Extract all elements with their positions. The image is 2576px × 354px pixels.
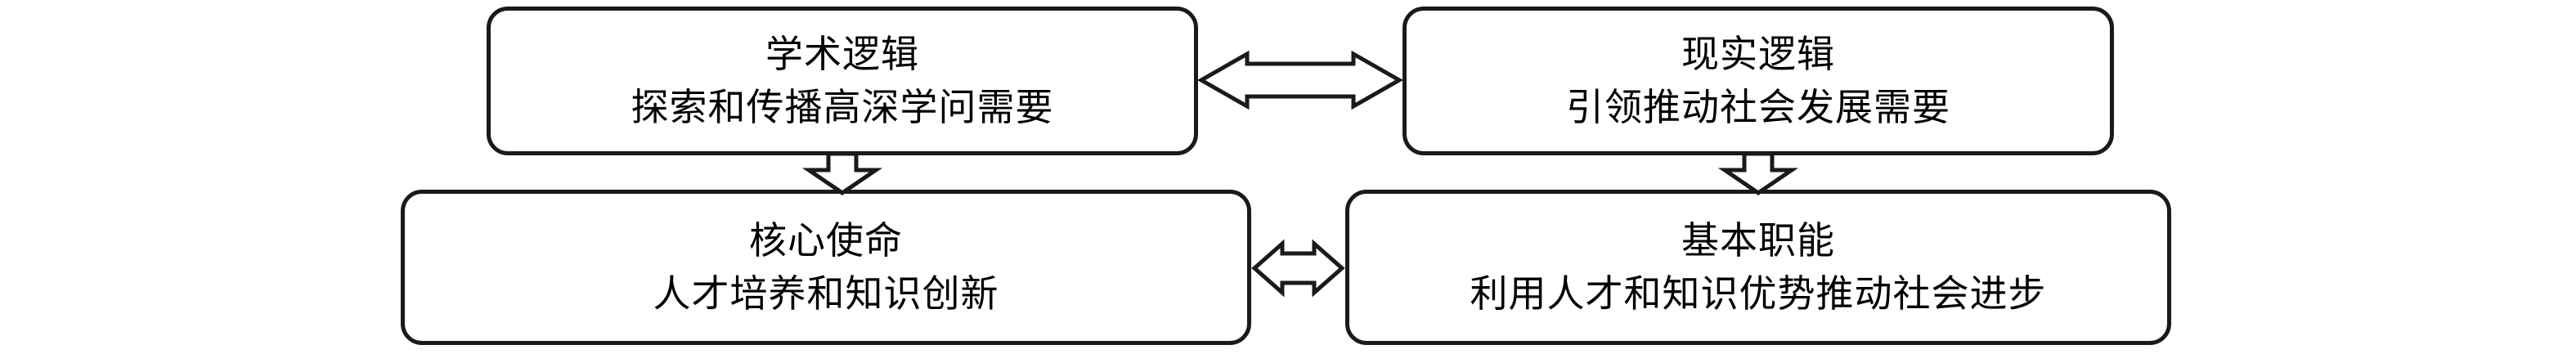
double-arrow-horizontal-icon	[1196, 50, 1404, 110]
single-arrow-down-icon	[801, 151, 883, 196]
node-core-mission-subtitle: 人才培养和知识创新	[653, 272, 999, 315]
node-academic-logic-title: 学术逻辑	[765, 32, 919, 75]
node-reality-logic[interactable]: 现实逻辑 引领推动社会发展需要	[1402, 7, 2114, 155]
connector-reality-to-basic-function	[1717, 151, 1799, 196]
node-basic-function-subtitle: 利用人才和知识优势推动社会进步	[1470, 272, 2047, 315]
node-reality-logic-title: 现实逻辑	[1681, 32, 1835, 75]
node-academic-logic-subtitle: 探索和传播高深学问需要	[631, 86, 1054, 128]
node-academic-logic[interactable]: 学术逻辑 探索和传播高深学问需要	[487, 7, 1198, 155]
node-core-mission-title: 核心使命	[749, 218, 903, 262]
node-basic-function[interactable]: 基本职能 利用人才和知识优势推动社会进步	[1345, 190, 2171, 345]
single-arrow-down-icon	[1717, 151, 1799, 196]
node-basic-function-title: 基本职能	[1681, 218, 1835, 262]
node-reality-logic-subtitle: 引领推动社会发展需要	[1566, 86, 1950, 128]
connector-academic-to-core-mission	[801, 151, 883, 196]
connector-academic-to-reality	[1196, 49, 1404, 111]
double-arrow-horizontal-icon	[1251, 239, 1345, 298]
connector-core-mission-to-basic-function	[1251, 239, 1345, 298]
node-core-mission[interactable]: 核心使命 人才培养和知识创新	[401, 190, 1251, 345]
